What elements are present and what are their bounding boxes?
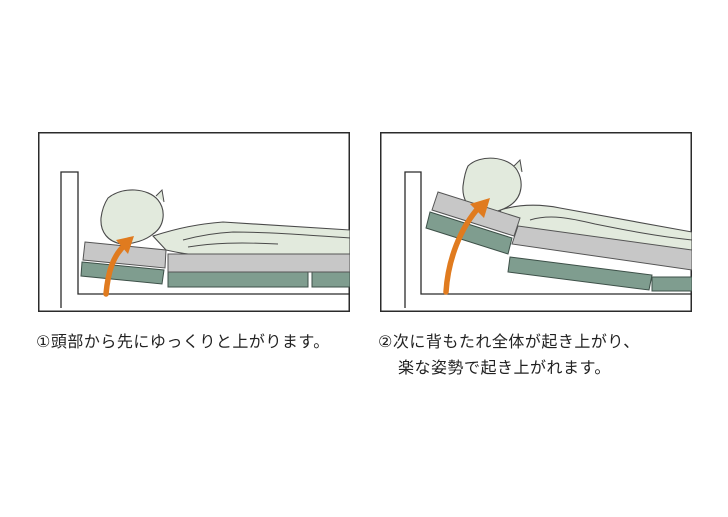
lift-arrow: [443, 203, 483, 295]
illustration-backrest-raise: [380, 132, 692, 312]
head: [100, 189, 164, 245]
head-pad-base: [80, 261, 165, 285]
arm-line: [182, 231, 350, 241]
arrow-head-icon: [470, 198, 490, 218]
arrow-head-icon: [116, 236, 134, 254]
caption-step-2: ②次に背もたれ全体が起き上がり、 楽な姿勢で起き上がれます。: [378, 329, 640, 381]
arm-line: [529, 216, 692, 241]
caption-text: ①頭部から先にゆっくりと上がります。: [36, 332, 330, 351]
mattress-lower-segment: [651, 276, 692, 292]
bed-frame: [60, 171, 350, 308]
mattress-lower-segment: [167, 270, 309, 288]
bed-frame: [404, 171, 692, 308]
mattress-lower-segment: [311, 270, 350, 288]
caption-line-2: 楽な姿勢で起き上がれます。: [398, 358, 611, 377]
mattress-lower-segment: [507, 256, 653, 291]
mattress-upper-segment: [511, 225, 692, 271]
backrest-raise-svg: [380, 132, 692, 312]
nose: [513, 158, 523, 173]
illustration-head-raise: [38, 132, 350, 312]
mattress-upper-segment: [167, 253, 350, 273]
head-pad-raised: [82, 241, 167, 269]
body-silhouette: [152, 221, 350, 257]
head-raise-svg: [38, 132, 350, 312]
backrest-pad-base: [425, 211, 513, 255]
nose: [155, 188, 165, 203]
caption-step-1: ①頭部から先にゆっくりと上がります。: [36, 329, 330, 355]
caption-line-1: ②次に背もたれ全体が起き上がり、: [378, 332, 640, 351]
arm-line: [187, 242, 279, 248]
